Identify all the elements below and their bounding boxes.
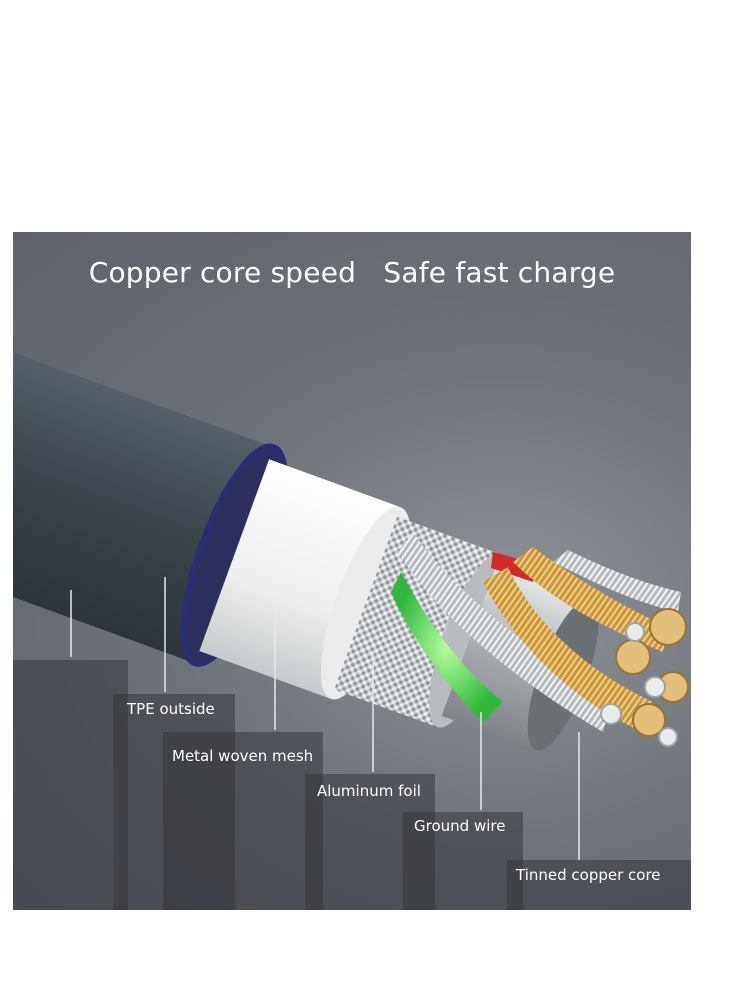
- product-image-panel: Copper core speed Safe fast charge TPE o…: [13, 232, 691, 910]
- cable-cross-section-illustration: [13, 344, 689, 860]
- label-band: [507, 860, 691, 910]
- strand-ends: [600, 608, 689, 747]
- label-band: [403, 812, 523, 910]
- copper-strand-a: [483, 567, 653, 732]
- leader-lines: [70, 577, 580, 860]
- outer-jacket: [13, 344, 274, 664]
- label-tinned-copper-core: Tinned copper core: [516, 866, 661, 884]
- label-metal-woven-mesh: Metal woven mesh: [172, 747, 314, 765]
- label-band: [163, 732, 323, 910]
- headline: Copper core speed Safe fast charge: [88, 256, 616, 289]
- label-tpe-outside: TPE outside: [127, 700, 215, 718]
- green-wire: [391, 572, 503, 722]
- label-ground-wire: Ground wire: [414, 817, 506, 835]
- label-band: [13, 660, 128, 910]
- red-wire: [491, 552, 538, 582]
- label-aluminum-foil: Aluminum foil: [317, 782, 421, 800]
- ground-wire-strand: [398, 532, 613, 732]
- silver-strand: [553, 550, 681, 612]
